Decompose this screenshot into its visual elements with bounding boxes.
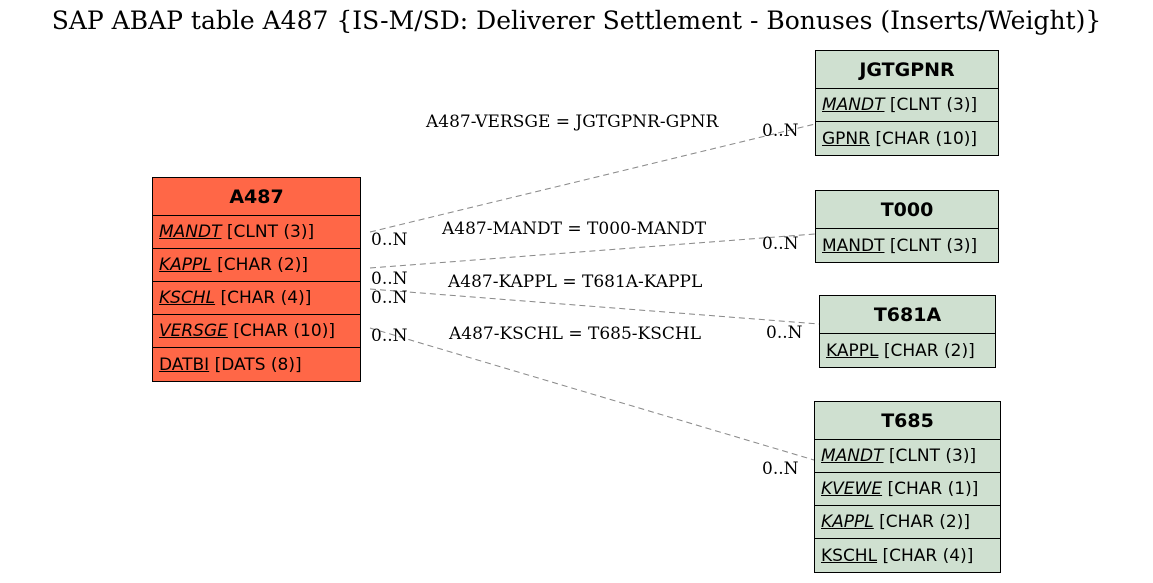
relation-line-jgtgpnr xyxy=(369,123,816,233)
relation-line-t000 xyxy=(369,233,816,269)
field-name: GPNR xyxy=(822,128,870,149)
field-type: [CHAR (10)] xyxy=(875,128,978,149)
field-type: [DATS (8)] xyxy=(214,354,302,375)
field-row: KAPPL [CHAR (2)] xyxy=(153,249,360,282)
entity-title: A487 xyxy=(153,178,360,216)
cardinality-from-jgtgpnr: 0..N xyxy=(371,230,408,250)
field-row: KAPPL [CHAR (2)] xyxy=(815,506,1000,539)
field-row: GPNR [CHAR (10)] xyxy=(816,122,998,155)
relation-label-t681a: A487-KAPPL = T681A-KAPPL xyxy=(447,272,702,292)
field-type: [CHAR (1)] xyxy=(887,479,979,499)
cardinality-to-t000: 0..N xyxy=(762,234,799,254)
field-row: VERSGE [CHAR (10)] xyxy=(153,315,360,348)
entity-jgtgpnr: JGTGPNR MANDT [CLNT (3)] GPNR [CHAR (10)… xyxy=(815,50,999,156)
field-row: KVEWE [CHAR (1)] xyxy=(815,473,1000,506)
relation-label-jgtgpnr: A487-VERSGE = JGTGPNR-GPNR xyxy=(425,112,719,132)
entity-t681a: T681A KAPPL [CHAR (2)] xyxy=(819,295,996,368)
relation-label-t000: A487-MANDT = T000-MANDT xyxy=(441,219,707,239)
cardinality-from-t681a: 0..N xyxy=(371,288,408,308)
field-row: KSCHL [CHAR (4)] xyxy=(153,282,360,315)
field-name: MANDT xyxy=(822,95,885,115)
cardinality-to-jgtgpnr: 0..N xyxy=(762,121,799,141)
field-row: MANDT [CLNT (3)] xyxy=(153,216,360,249)
field-name: KSCHL xyxy=(159,288,216,308)
field-type: [CHAR (4)] xyxy=(882,545,974,566)
field-name: KAPPL xyxy=(821,512,874,532)
entity-a487: A487 MANDT [CLNT (3)] KAPPL [CHAR (2)] K… xyxy=(152,177,361,382)
field-row: KAPPL [CHAR (2)] xyxy=(820,334,995,367)
field-name: KSCHL xyxy=(821,545,878,566)
entity-t000: T000 MANDT [CLNT (3)] xyxy=(815,190,999,263)
field-type: [CHAR (2)] xyxy=(217,255,309,275)
cardinality-to-t685: 0..N xyxy=(762,459,799,479)
cardinality-to-t681a: 0..N xyxy=(766,323,803,343)
relation-line-t681a xyxy=(369,288,820,325)
field-type: [CHAR (2)] xyxy=(879,512,971,532)
field-name: DATBI xyxy=(159,354,210,375)
field-name: KAPPL xyxy=(159,255,212,275)
field-name: KVEWE xyxy=(821,479,883,499)
field-name: MANDT xyxy=(822,235,885,256)
relation-label-t685: A487-KSCHL = T685-KSCHL xyxy=(448,324,701,344)
relation-line-t685 xyxy=(369,327,815,461)
entity-title: T685 xyxy=(815,402,1000,440)
field-row: MANDT [CLNT (3)] xyxy=(816,229,998,262)
entity-t685: T685 MANDT [CLNT (3)] KVEWE [CHAR (1)] K… xyxy=(814,401,1001,573)
entity-title: T000 xyxy=(816,191,998,229)
diagram-title: SAP ABAP table A487 {IS-M/SD: Deliverer … xyxy=(51,6,1102,35)
field-type: [CHAR (4)] xyxy=(220,288,312,308)
field-type: [CHAR (2)] xyxy=(883,340,975,361)
field-name: MANDT xyxy=(159,222,222,242)
field-name: VERSGE xyxy=(159,321,228,341)
field-name: MANDT xyxy=(821,446,884,466)
field-row: MANDT [CLNT (3)] xyxy=(816,89,998,122)
cardinality-from-t685: 0..N xyxy=(371,326,408,346)
entity-title: T681A xyxy=(820,296,995,334)
field-type: [CHAR (10)] xyxy=(233,321,335,341)
entity-title: JGTGPNR xyxy=(816,51,998,89)
field-row: MANDT [CLNT (3)] xyxy=(815,440,1000,473)
field-row: KSCHL [CHAR (4)] xyxy=(815,539,1000,572)
field-row: DATBI [DATS (8)] xyxy=(153,348,360,381)
field-type: [CLNT (3)] xyxy=(226,222,315,242)
field-name: KAPPL xyxy=(826,340,879,361)
cardinality-from-t000: 0..N xyxy=(371,269,408,289)
field-type: [CLNT (3)] xyxy=(888,446,977,466)
field-type: [CLNT (3)] xyxy=(889,95,978,115)
field-type: [CLNT (3)] xyxy=(889,235,978,256)
